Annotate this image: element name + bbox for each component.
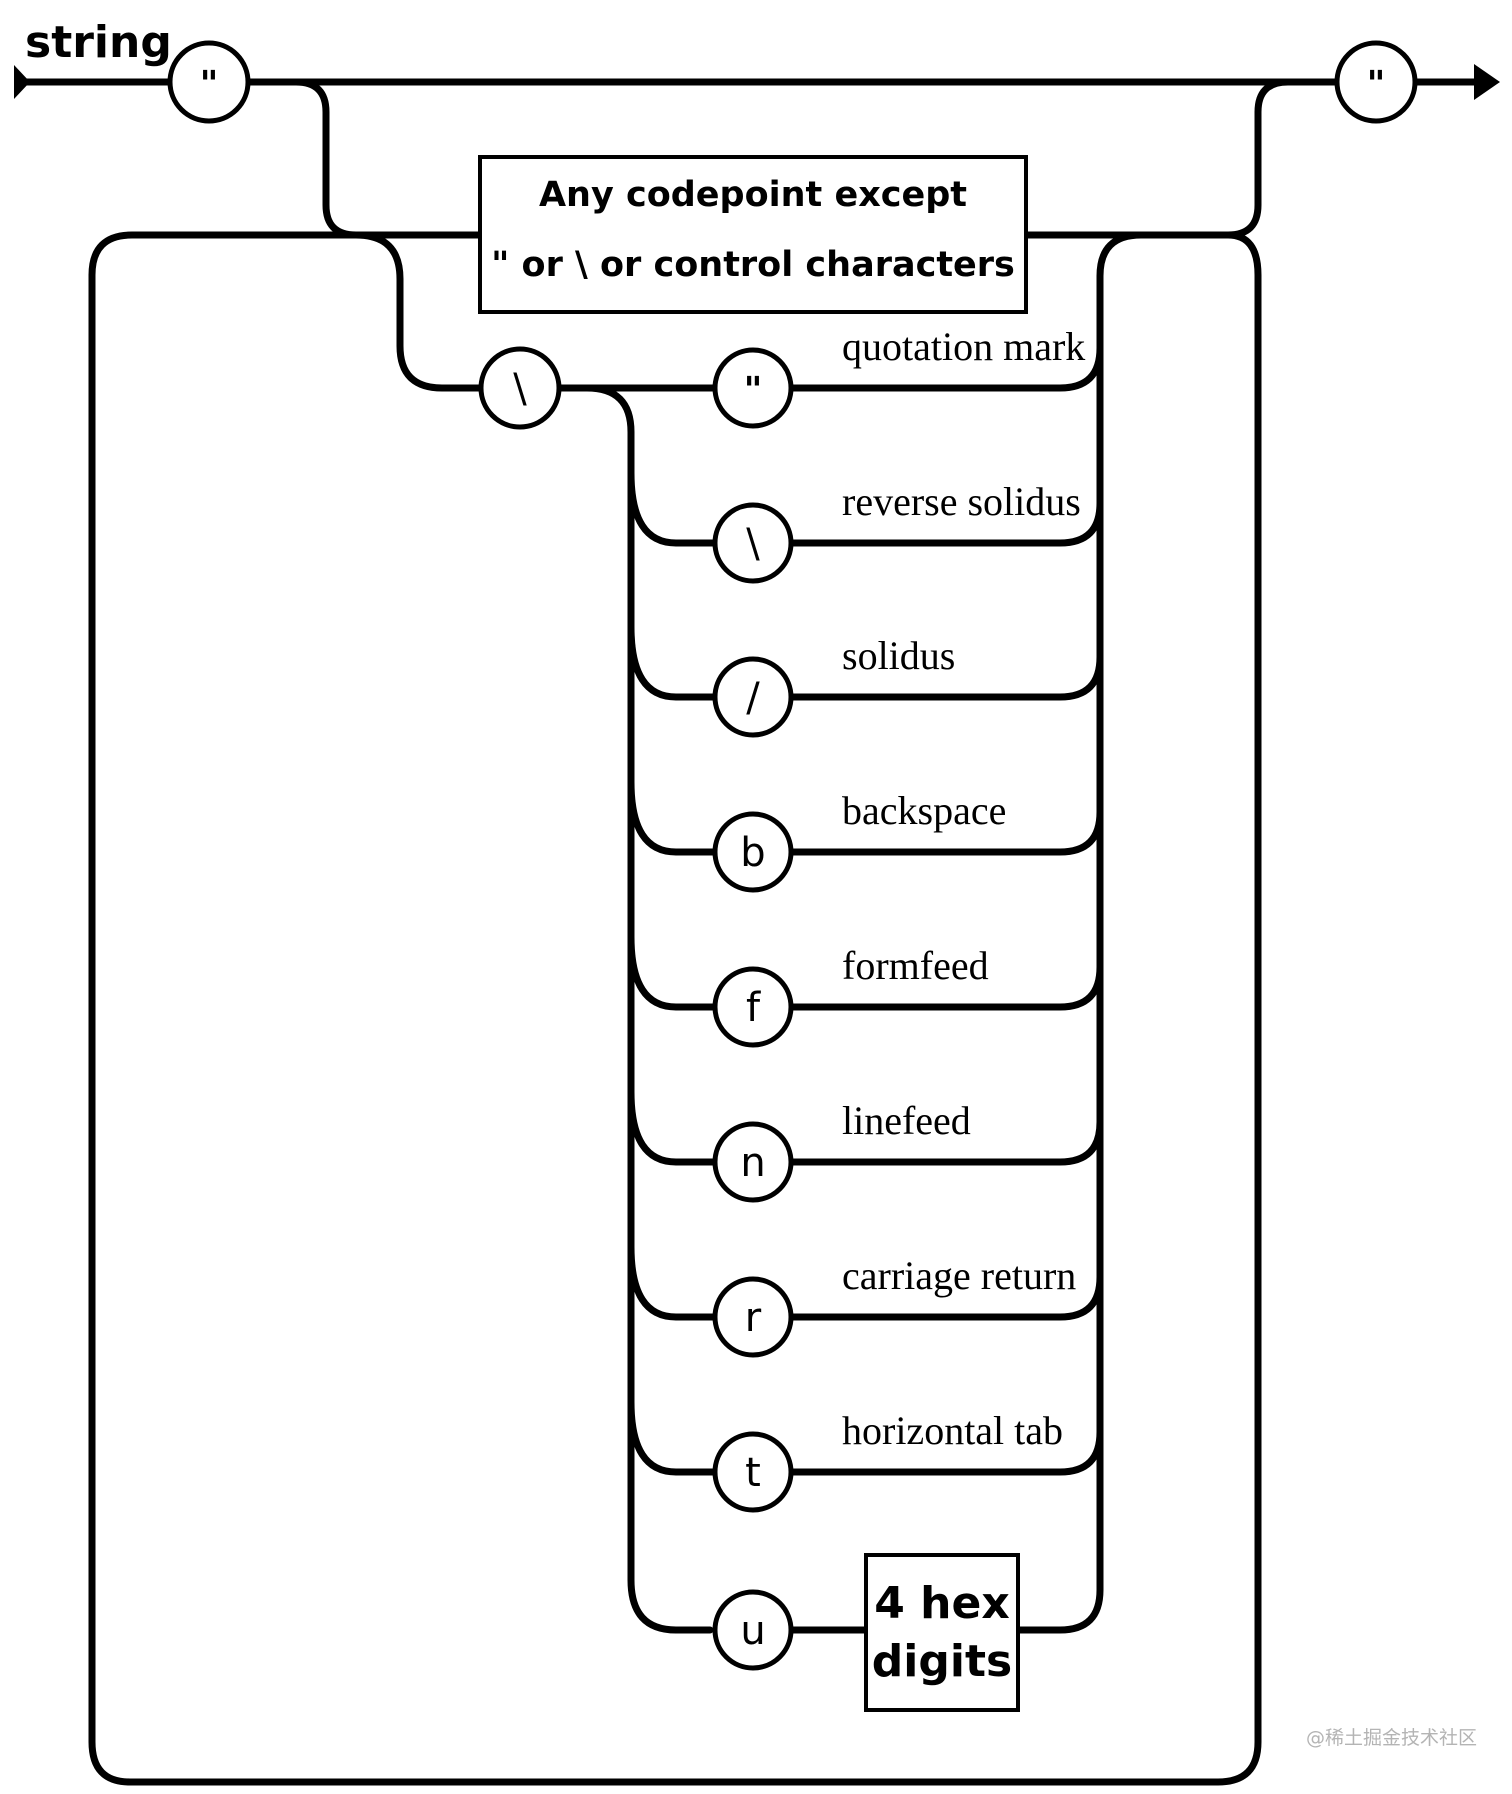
main-track bbox=[14, 64, 1500, 100]
escape-symbol: \ bbox=[746, 521, 760, 567]
escape-description: carriage return bbox=[842, 1253, 1076, 1298]
any-codepoint-line2: " or \ or control characters bbox=[491, 245, 1015, 285]
escape-option-3: / solidus bbox=[712, 633, 955, 738]
escape-option-7: r carriage return bbox=[712, 1253, 1076, 1358]
escape-option-4: b backspace bbox=[712, 788, 1006, 893]
escape-options: " quotation mark \ reverse solidus / solidus b… bbox=[712, 324, 1085, 1671]
escape-backslash-symbol: \ bbox=[513, 366, 527, 412]
escape-description: reverse solidus bbox=[842, 479, 1081, 524]
escape-description: formfeed bbox=[842, 943, 989, 988]
exit-arrow-icon bbox=[1474, 64, 1500, 100]
escape-description: horizontal tab bbox=[842, 1408, 1063, 1453]
escape-symbol: b bbox=[740, 830, 765, 876]
escape-option-6: n linefeed bbox=[712, 1098, 971, 1203]
escape-description: backspace bbox=[842, 788, 1006, 833]
escape-branch-lines bbox=[627, 344, 1104, 1476]
escape-branch bbox=[352, 231, 1145, 1634]
escape-symbol: f bbox=[746, 985, 761, 1031]
escape-description: quotation mark bbox=[842, 324, 1085, 369]
diagram-title: string bbox=[25, 17, 172, 68]
escape-symbol: / bbox=[746, 675, 760, 721]
escape-symbol: u bbox=[740, 1608, 765, 1654]
escape-option-5: f formfeed bbox=[712, 943, 989, 1048]
escape-option-9: u bbox=[712, 1589, 794, 1671]
escape-backslash-terminal: \ bbox=[478, 346, 562, 430]
escape-symbol: t bbox=[745, 1450, 761, 1496]
escape-option-1: " quotation mark bbox=[712, 324, 1085, 429]
hex-line2: digits bbox=[872, 1636, 1012, 1687]
open-quote-terminal: " bbox=[167, 40, 251, 124]
close-quote-symbol: " bbox=[1367, 64, 1386, 105]
repeat-loop bbox=[88, 231, 1262, 1786]
escape-option-2: \ reverse solidus bbox=[712, 479, 1081, 584]
close-quote-terminal: " bbox=[1334, 40, 1418, 124]
escape-description: solidus bbox=[842, 633, 955, 678]
escape-symbol: n bbox=[740, 1140, 765, 1186]
hex-line1: 4 hex bbox=[874, 1578, 1009, 1629]
any-codepoint-line1: Any codepoint except bbox=[539, 175, 967, 215]
watermark: @稀土掘金技术社区 bbox=[1306, 1727, 1477, 1749]
any-codepoint-box: Any codepoint except " or \ or control c… bbox=[478, 155, 1028, 314]
hex-digits-box: 4 hex digits bbox=[864, 1553, 1020, 1712]
escape-symbol: " bbox=[744, 370, 763, 411]
open-quote-symbol: " bbox=[200, 64, 219, 105]
escape-option-8: t horizontal tab bbox=[712, 1408, 1063, 1513]
escape-description: linefeed bbox=[842, 1098, 971, 1143]
escape-symbol: r bbox=[745, 1295, 762, 1341]
